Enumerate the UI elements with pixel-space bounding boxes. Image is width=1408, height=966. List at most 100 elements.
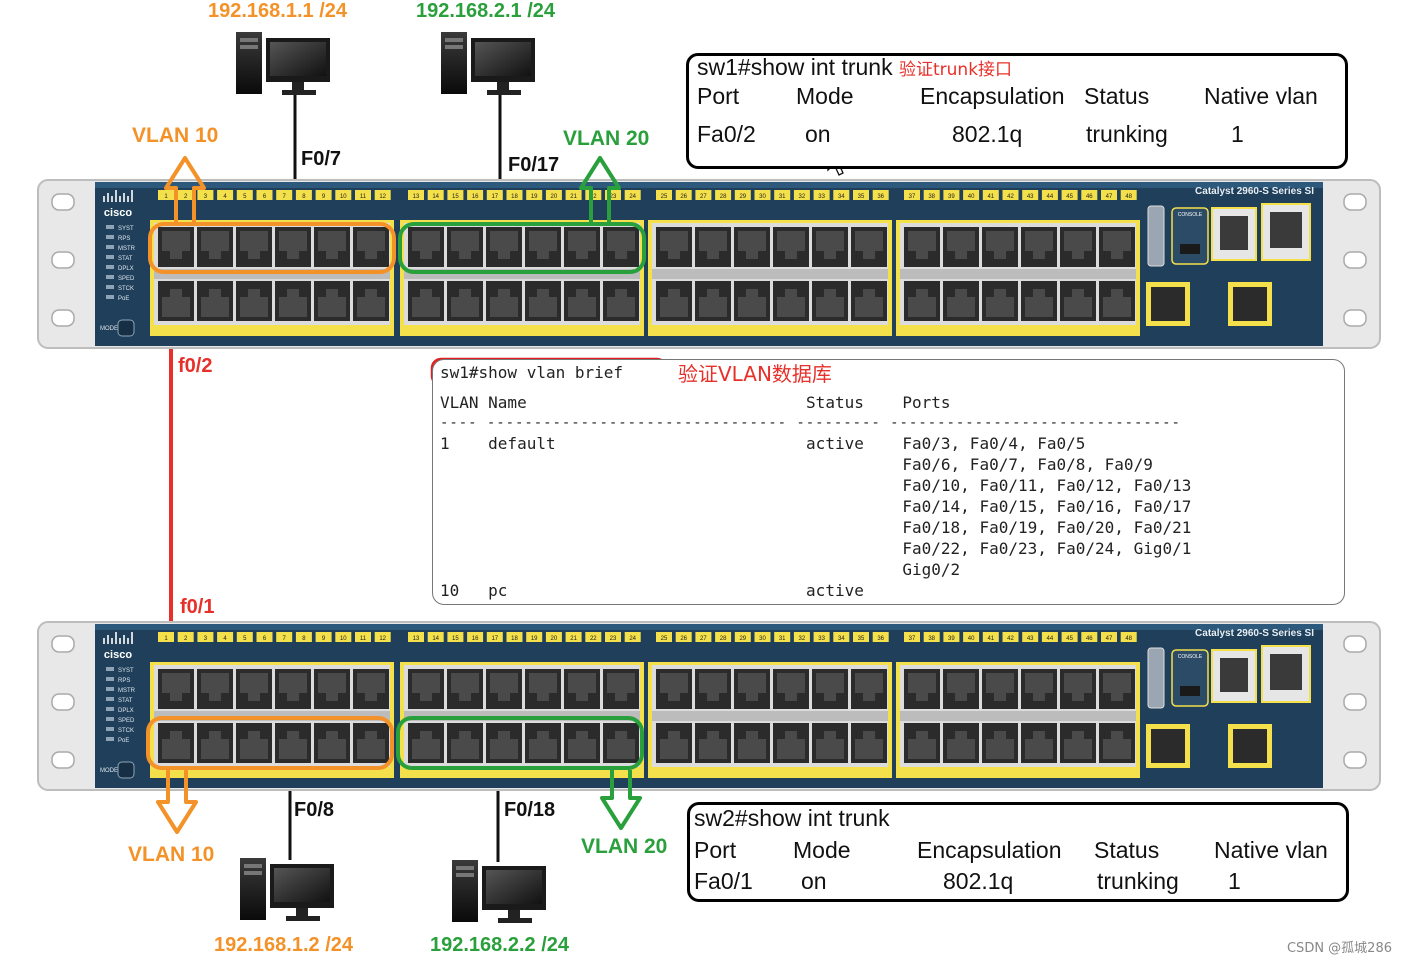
led-label: PoE xyxy=(118,738,129,744)
rj45-socket xyxy=(607,673,635,701)
port-number-tag xyxy=(656,190,672,200)
sw1-trunk-command-text: sw1#show int trunk xyxy=(697,54,893,80)
port-number: 46 xyxy=(1086,194,1093,200)
port-number: 31 xyxy=(779,194,786,200)
port-number: 17 xyxy=(491,194,498,200)
sw2-header-port: Port xyxy=(694,837,737,863)
model-label: Catalyst 2960-S Series SI xyxy=(1195,628,1314,639)
port-number: 21 xyxy=(570,194,577,200)
port-number-tag xyxy=(256,190,273,200)
port-number-tag xyxy=(1002,632,1019,642)
rj45-socket xyxy=(490,231,518,259)
vlan-brief-row: 10 pc active xyxy=(440,581,864,600)
rj45-socket xyxy=(855,673,883,701)
sw1-cell-native-vlan: 1 xyxy=(1231,121,1244,147)
port-number: 11 xyxy=(360,194,367,200)
rj45-socket xyxy=(451,673,479,701)
pc1-ip-label: 192.168.1.1 /24 xyxy=(208,0,348,22)
rj45-socket xyxy=(660,289,688,317)
port-number: 46 xyxy=(1086,636,1093,642)
port-number: 34 xyxy=(838,636,845,642)
port-number-tag xyxy=(774,190,791,200)
port-number-tag xyxy=(217,190,234,200)
port-number: 16 xyxy=(472,194,479,200)
rj45-socket xyxy=(947,731,975,759)
port-number-tag xyxy=(1101,190,1117,200)
led-label: DPLX xyxy=(118,708,134,714)
monitor-neck xyxy=(508,910,520,918)
mini-usb-port[interactable] xyxy=(1180,244,1200,254)
pc3-port-label: F0/8 xyxy=(294,799,335,821)
port-number-tag xyxy=(1061,190,1078,200)
rack-hole xyxy=(1343,751,1367,769)
cisco-bars-icon xyxy=(103,632,133,644)
sfp-port[interactable] xyxy=(1151,729,1185,763)
sfp-port[interactable] xyxy=(1233,287,1267,321)
rj45-socket xyxy=(1025,231,1053,259)
pc4-port-label: F0/18 xyxy=(504,799,556,821)
port-number: 28 xyxy=(720,636,727,642)
port-number: 7 xyxy=(283,194,287,200)
port-number-tag xyxy=(656,632,672,642)
port-number: 42 xyxy=(1007,636,1014,642)
mode-button[interactable] xyxy=(117,319,135,337)
port-number: 6 xyxy=(263,636,267,642)
mgmt-socket xyxy=(1270,654,1302,690)
rj45-socket xyxy=(451,731,479,759)
port-number: 15 xyxy=(452,194,459,200)
drive-bay xyxy=(244,871,262,875)
switch-top-edge xyxy=(95,182,1323,188)
rj45-socket xyxy=(1064,673,1092,701)
port-number: 33 xyxy=(818,194,825,200)
port-number: 35 xyxy=(858,194,865,200)
status-led xyxy=(106,687,114,691)
port-number-tag xyxy=(545,632,562,642)
port-number-tag xyxy=(982,190,999,200)
port-number-tag xyxy=(943,190,960,200)
rj45-socket xyxy=(412,731,440,759)
rj45-socket xyxy=(201,231,229,259)
port-number-tag xyxy=(943,632,960,642)
rj45-socket xyxy=(240,289,268,317)
vlan20-arrow-sw2 xyxy=(600,770,642,830)
port-number: 2 xyxy=(184,636,188,642)
port-number-tag xyxy=(793,632,810,642)
rj45-socket xyxy=(529,231,557,259)
rj45-socket xyxy=(162,673,190,701)
cisco-logo: cisco xyxy=(104,207,132,219)
mini-usb-port[interactable] xyxy=(1180,686,1200,696)
rj45-socket xyxy=(1064,231,1092,259)
rj45-socket xyxy=(855,731,883,759)
port-number: 23 xyxy=(610,636,617,642)
rj45-socket xyxy=(738,231,766,259)
port-number-tag xyxy=(1101,632,1117,642)
vlan-brief-row: Fa0/22, Fa0/23, Fa0/24, Gig0/1 xyxy=(440,539,1192,558)
sfp-port[interactable] xyxy=(1233,729,1267,763)
sw1-header-status: Status xyxy=(1084,83,1150,109)
port-number: 11 xyxy=(360,636,367,642)
port-number: 44 xyxy=(1047,194,1054,200)
port-number-tag xyxy=(506,632,523,642)
port-number: 34 xyxy=(838,194,845,200)
mode-button[interactable] xyxy=(117,761,135,779)
rj45-socket xyxy=(201,673,229,701)
port-number-tag xyxy=(158,190,174,200)
port-number: 36 xyxy=(877,194,884,200)
console-label: CONSOLE xyxy=(1178,212,1203,218)
rack-hole xyxy=(1343,693,1367,711)
port-number-tag xyxy=(374,632,391,642)
port-number-tag xyxy=(236,632,253,642)
rj45-socket xyxy=(816,289,844,317)
sfp-port[interactable] xyxy=(1151,287,1185,321)
mode-label: MODE xyxy=(100,768,118,774)
port-number-tag xyxy=(355,632,371,642)
rj45-socket xyxy=(908,231,936,259)
port-number-tag xyxy=(813,190,830,200)
pc-group xyxy=(236,32,546,923)
port-base-strip xyxy=(150,330,394,336)
port-number: 45 xyxy=(1066,194,1073,200)
port-number-tag xyxy=(715,632,732,642)
switch-sw2: ciscoSYSTRPSMSTRSTATDPLXSPEDSTCKPoEMODE1… xyxy=(37,621,1381,791)
port-base-strip xyxy=(896,772,1140,778)
vlan-brief-row: Fa0/10, Fa0/11, Fa0/12, Fa0/13 xyxy=(440,476,1192,495)
